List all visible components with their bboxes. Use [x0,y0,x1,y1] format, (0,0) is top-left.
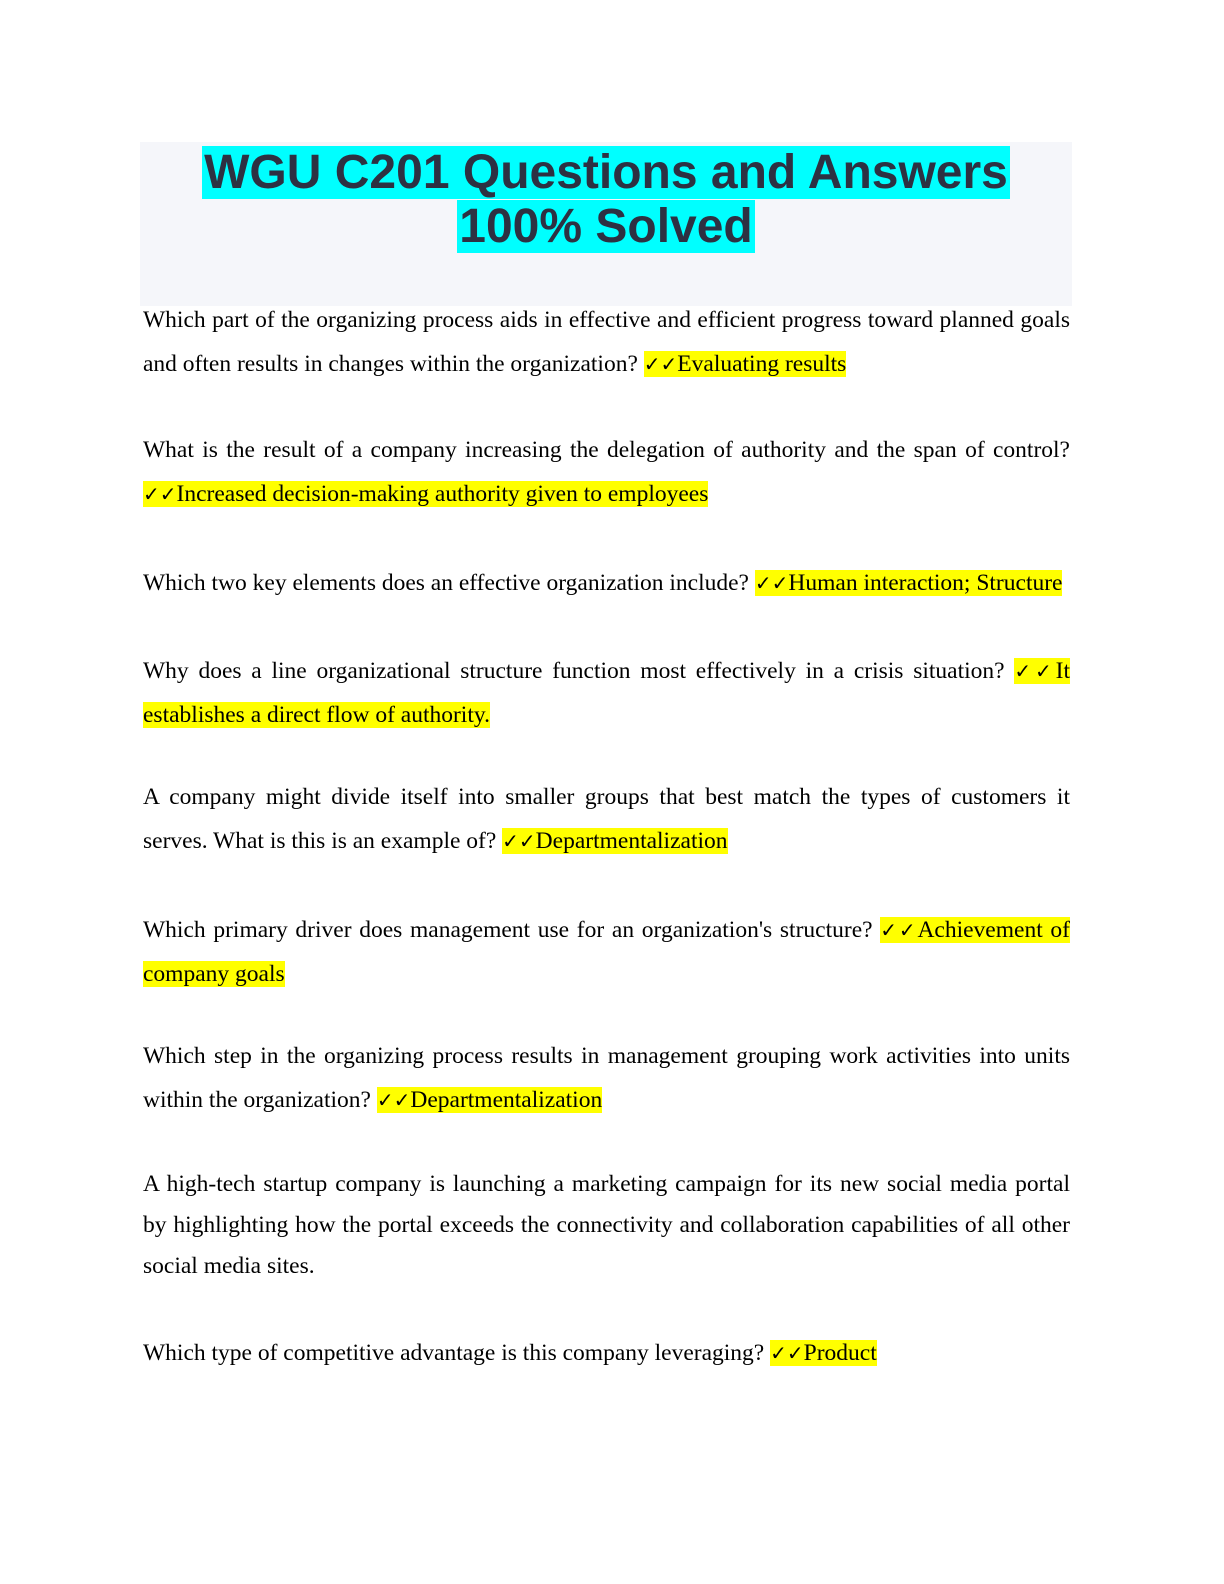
title-line-1: WGU C201 Questions and Answers [202,146,1010,199]
double-check-icon: ✓✓ [643,352,678,376]
double-check-icon: ✓✓ [1014,659,1056,683]
answer-highlight: ✓✓Departmentalization [376,1087,603,1113]
double-check-icon: ✓✓ [502,829,536,853]
qa-item-7: Which step in the organizing process res… [143,1034,1070,1122]
scenario-paragraph: A high-tech startup company is launching… [143,1171,1070,1279]
double-check-icon: ✓✓ [754,571,789,595]
double-check-icon: ✓✓ [770,1341,804,1365]
answer-text: Achievement of company goals [143,917,1070,987]
answer-highlight: ✓✓Increased decision-making authority gi… [143,481,709,507]
answer-text: Human interaction; Structure [788,570,1063,596]
answer-text: Departmentalization [535,828,728,854]
answer-highlight: ✓✓Evaluating results [643,351,847,377]
question-text: What is the result of a company increasi… [143,437,1070,463]
double-check-icon: ✓✓ [376,1088,411,1112]
question-text: Which primary driver does management use… [143,917,881,943]
title-banner: WGU C201 Questions and Answers 100% Solv… [140,142,1072,306]
answer-highlight: ✓✓Departmentalization [502,828,728,854]
qa-item-5: A company might divide itself into small… [143,775,1070,863]
answer-text: Product [803,1340,877,1366]
question-text: A company might divide itself into small… [143,784,1070,854]
qa-item-1: Which part of the organizing process aid… [143,298,1070,386]
qa-item-4: Why does a line organizational structure… [143,649,1071,737]
question-text: Which type of competitive advantage is t… [143,1340,771,1366]
title-line-2: 100% Solved [457,200,755,253]
question-text: Which part of the organizing process aid… [143,307,1070,377]
document-title: WGU C201 Questions and Answers 100% Solv… [140,146,1072,254]
answer-text: Evaluating results [677,351,847,377]
answer-highlight: ✓✓Product [770,1340,877,1366]
question-text: Why does a line organizational structure… [143,658,1015,684]
question-text: Which two key elements does an effective… [143,570,755,596]
question-text: Which step in the organizing process res… [143,1043,1070,1113]
qa-item-3: Which two key elements does an effective… [143,561,1070,605]
answer-text: Increased decision-making authority give… [176,481,709,507]
answer-text: Departmentalization [410,1087,603,1113]
qa-item-final: Which type of competitive advantage is t… [143,1331,1070,1375]
answer-text: It establishes a direct flow of authorit… [143,658,1071,728]
double-check-icon: ✓✓ [143,482,177,506]
double-check-icon: ✓✓ [880,918,918,942]
qa-item-6: Which primary driver does management use… [143,908,1070,996]
qa-item-2: What is the result of a company increasi… [143,428,1070,516]
answer-highlight: ✓✓Human interaction; Structure [754,570,1063,596]
